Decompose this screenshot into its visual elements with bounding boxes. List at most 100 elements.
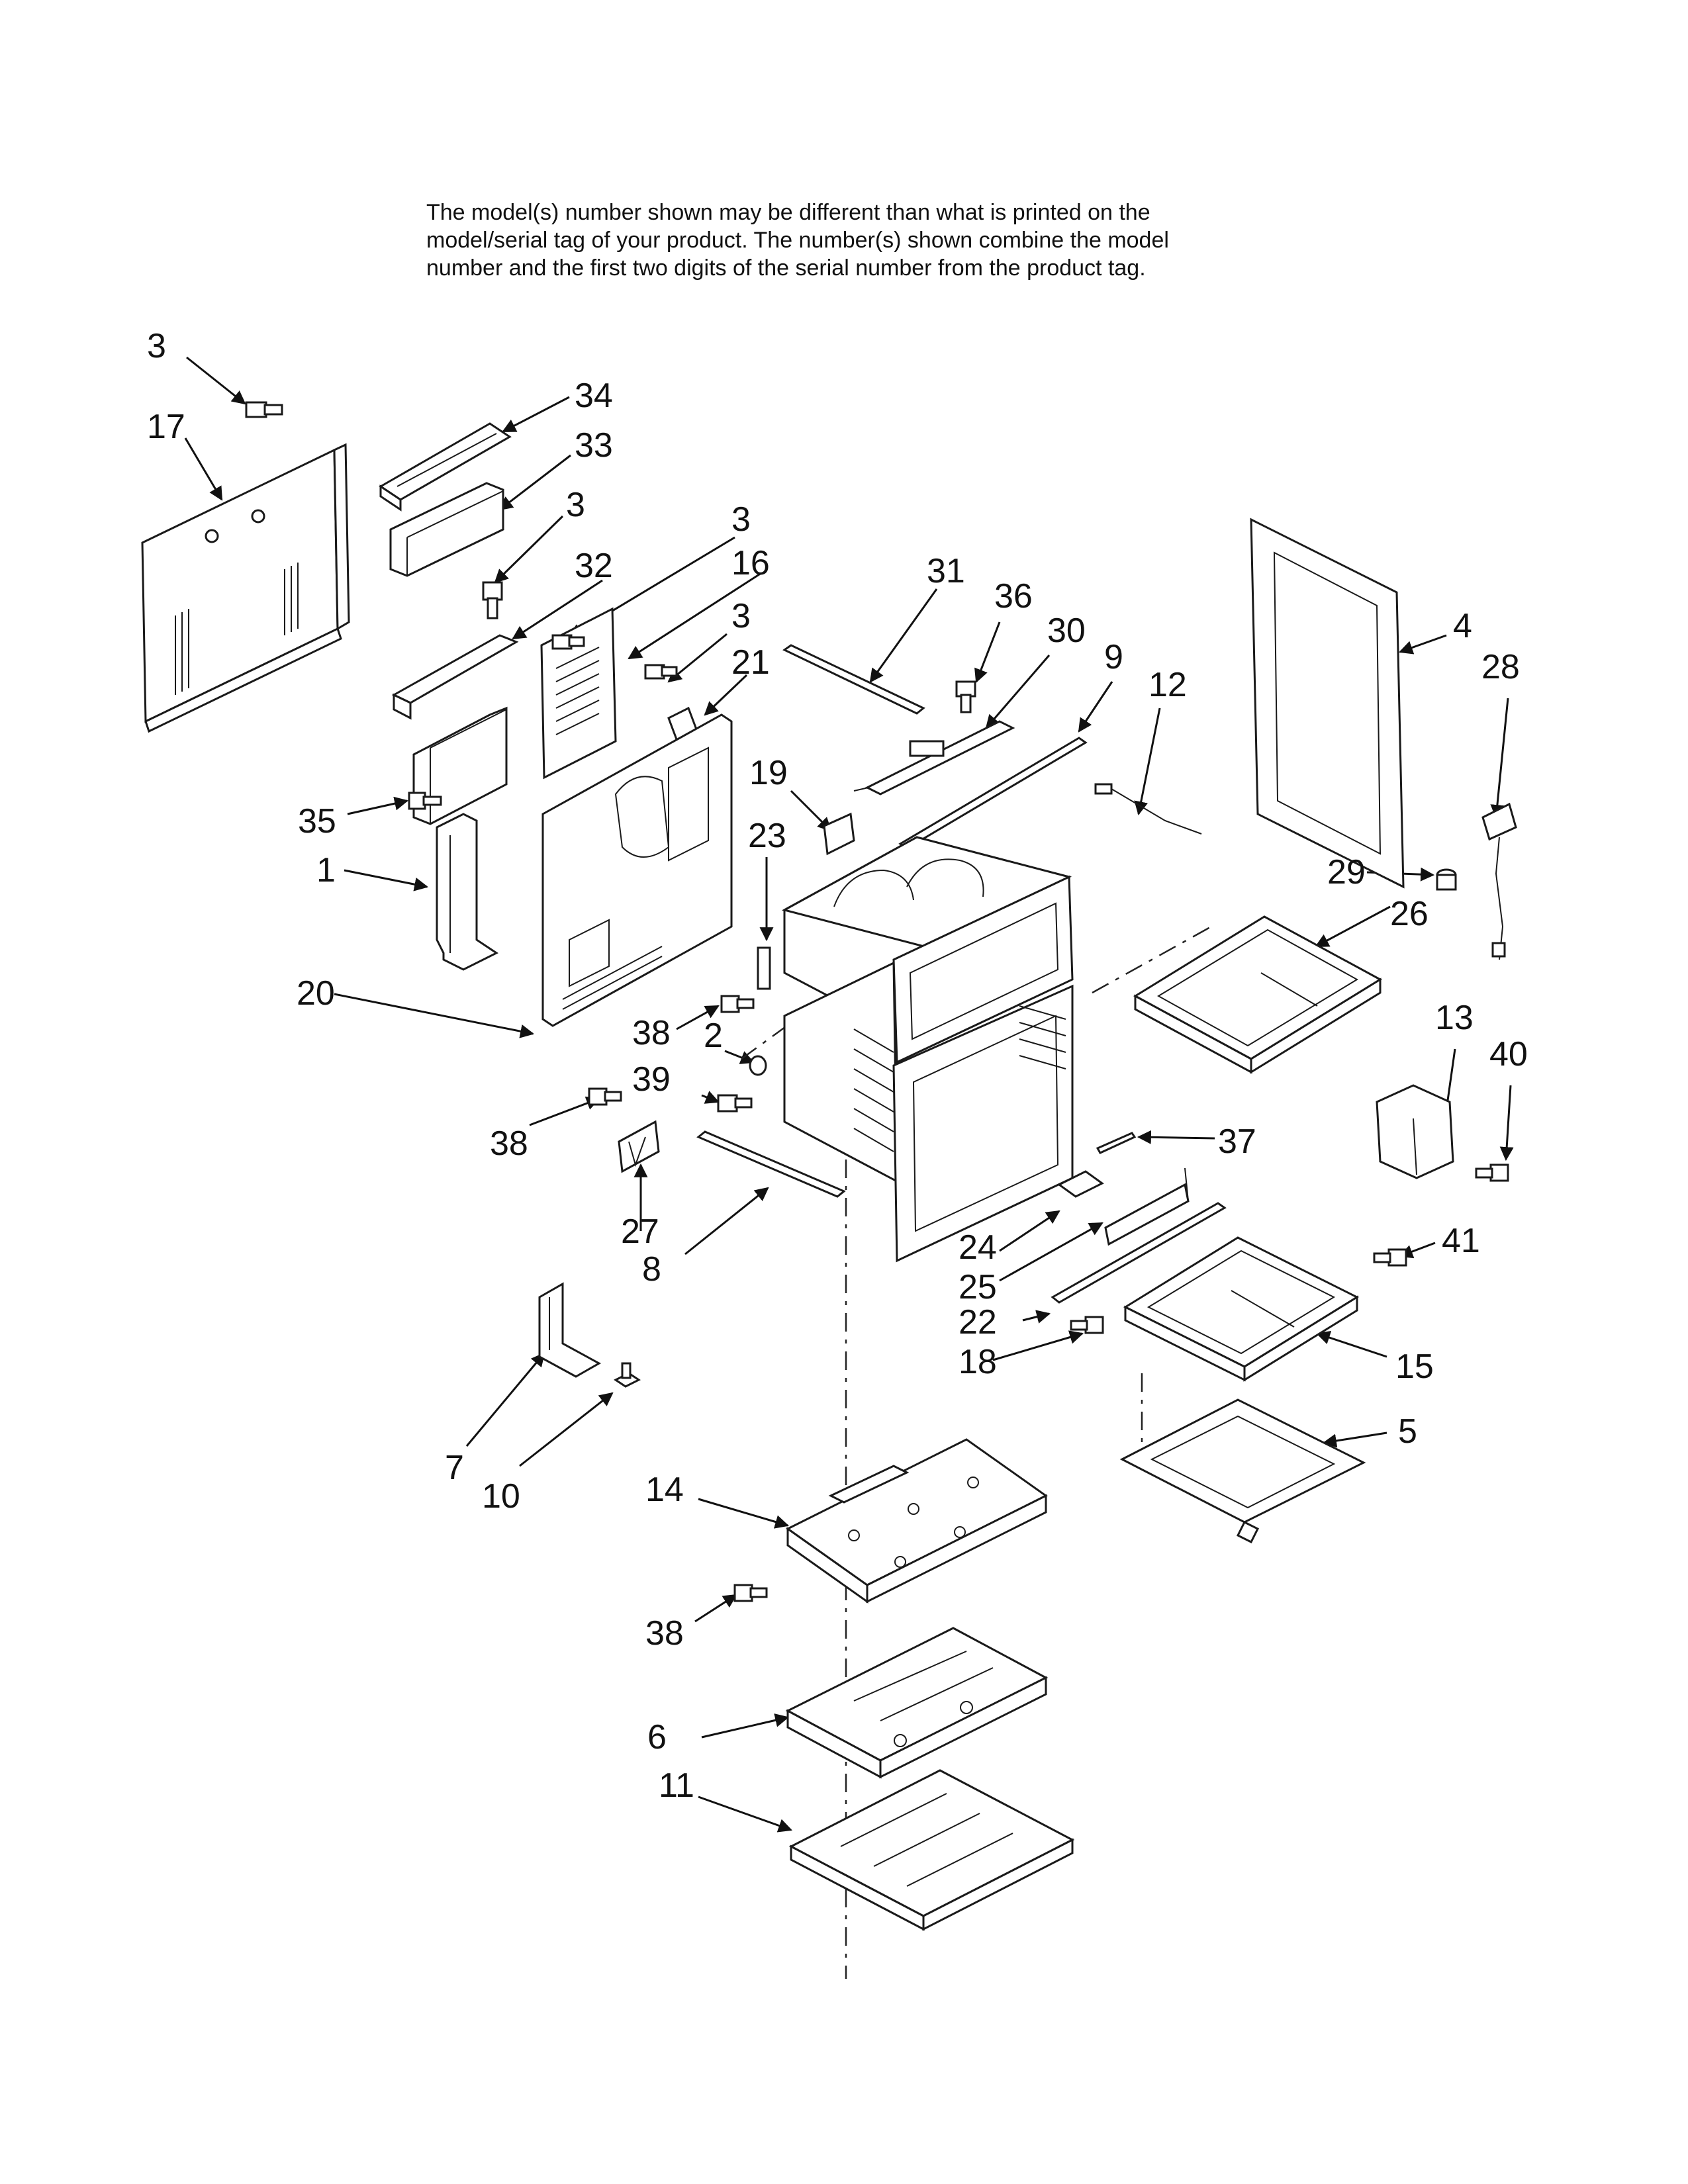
callout-30: 30 bbox=[1047, 612, 1086, 650]
leader-line bbox=[334, 993, 535, 1038]
screw-part bbox=[408, 792, 442, 810]
callout-40: 40 bbox=[1489, 1035, 1528, 1073]
callout-8: 8 bbox=[642, 1250, 661, 1289]
callout-31: 31 bbox=[927, 552, 965, 590]
leader-line bbox=[684, 1187, 769, 1255]
callout-10: 10 bbox=[482, 1477, 520, 1516]
side-panel-part bbox=[541, 713, 733, 1027]
leader-line bbox=[1490, 698, 1509, 819]
callout-36: 36 bbox=[994, 577, 1033, 615]
notice-line: The model(s) number shown may be differe… bbox=[426, 200, 1150, 225]
screw-part bbox=[588, 1087, 622, 1106]
callout-37: 37 bbox=[1218, 1122, 1256, 1161]
callout-24: 24 bbox=[959, 1228, 997, 1267]
screw-part bbox=[1070, 1316, 1104, 1334]
leader-line bbox=[1399, 634, 1447, 655]
leader-line bbox=[502, 396, 570, 433]
leader-line bbox=[985, 655, 1051, 729]
bracket-assembly-part bbox=[853, 720, 1015, 796]
callout-1: 1 bbox=[316, 851, 336, 889]
mounting-plate-part bbox=[785, 1627, 1049, 1779]
callout-16: 16 bbox=[731, 544, 770, 582]
leader-line bbox=[694, 1594, 737, 1623]
callout-20: 20 bbox=[297, 974, 335, 1013]
leader-line bbox=[494, 515, 564, 584]
callout-3: 3 bbox=[731, 597, 751, 635]
callout-25: 25 bbox=[959, 1268, 997, 1306]
leveling-bracket-part bbox=[538, 1282, 602, 1378]
callout-12: 12 bbox=[1149, 666, 1187, 704]
rod-part bbox=[1096, 1132, 1137, 1154]
leader-line bbox=[724, 1050, 755, 1064]
leader-line bbox=[974, 621, 1001, 683]
screw-part bbox=[1475, 1163, 1509, 1182]
washer-part bbox=[749, 1055, 767, 1076]
sensor-part bbox=[1094, 783, 1202, 835]
callout-15: 15 bbox=[1395, 1347, 1434, 1386]
leader-line bbox=[1322, 1432, 1387, 1448]
chute-part bbox=[436, 813, 498, 971]
screw-part bbox=[644, 664, 678, 680]
leader-line bbox=[676, 1005, 720, 1030]
heat-shield-part bbox=[540, 607, 617, 780]
callout-numbers: 3 17 34 33 3 32 3 16 3 21 31 36 30 9 12 … bbox=[147, 327, 1528, 1805]
screw-part bbox=[1373, 1248, 1407, 1267]
bottom-frame-part bbox=[788, 1769, 1075, 1931]
callout-41: 41 bbox=[1442, 1222, 1480, 1260]
leader-line bbox=[869, 588, 938, 683]
callout-11: 11 bbox=[659, 1766, 694, 1805]
callout-18: 18 bbox=[959, 1343, 997, 1381]
alignment-line bbox=[1092, 925, 1212, 994]
tray-part bbox=[1123, 1236, 1360, 1382]
callout-23: 23 bbox=[748, 817, 786, 855]
callout-38: 38 bbox=[645, 1614, 684, 1653]
block-part bbox=[1057, 1170, 1104, 1198]
callout-2: 2 bbox=[704, 1017, 723, 1055]
leader-line bbox=[465, 1352, 545, 1447]
hinge-bracket-part bbox=[1376, 1084, 1454, 1179]
callout-3: 3 bbox=[566, 486, 585, 524]
callout-38: 38 bbox=[632, 1014, 671, 1052]
bar-part bbox=[782, 644, 925, 715]
leader-line bbox=[790, 790, 832, 832]
leader-line bbox=[698, 1796, 792, 1833]
leader-line bbox=[701, 1713, 790, 1739]
leader-line bbox=[519, 1392, 614, 1467]
callout-22: 22 bbox=[959, 1303, 997, 1342]
leveling-leg-part bbox=[614, 1362, 641, 1388]
callout-19: 19 bbox=[749, 754, 788, 792]
screw-part bbox=[955, 680, 976, 713]
bracket-part bbox=[618, 1120, 660, 1173]
tray-part bbox=[1133, 915, 1382, 1074]
screw-part bbox=[733, 1584, 768, 1602]
callout-9: 9 bbox=[1104, 638, 1123, 676]
leader-line bbox=[1137, 1130, 1215, 1144]
oven-cavity-part bbox=[781, 836, 1074, 1263]
callout-21: 21 bbox=[731, 643, 770, 682]
knob-part bbox=[1436, 868, 1457, 891]
screw-part bbox=[720, 995, 755, 1013]
callout-32: 32 bbox=[575, 547, 613, 585]
strip-part bbox=[696, 1130, 846, 1198]
leader-line bbox=[999, 1210, 1060, 1252]
leader-line bbox=[498, 454, 571, 511]
notice-line: model/serial tag of your product. The nu… bbox=[426, 228, 1169, 253]
callout-29: 29 bbox=[1327, 853, 1366, 891]
callout-5: 5 bbox=[1398, 1412, 1417, 1451]
gasket-frame-part bbox=[1250, 518, 1405, 889]
duct-part bbox=[412, 706, 508, 825]
vent-duct-part bbox=[389, 482, 504, 577]
leader-line bbox=[1134, 707, 1161, 816]
callout-6: 6 bbox=[647, 1718, 667, 1756]
callout-3: 3 bbox=[731, 500, 751, 539]
leader-line bbox=[1078, 681, 1113, 733]
leader-line bbox=[529, 1096, 600, 1126]
notice-line: number and the first two digits of the s… bbox=[426, 255, 1146, 281]
screw-part bbox=[482, 581, 503, 619]
leader-line bbox=[344, 869, 429, 891]
base-plate-part bbox=[786, 1438, 1048, 1604]
model-number-notice: The model(s) number shown may be differe… bbox=[426, 199, 1340, 282]
callout-39: 39 bbox=[632, 1060, 671, 1099]
